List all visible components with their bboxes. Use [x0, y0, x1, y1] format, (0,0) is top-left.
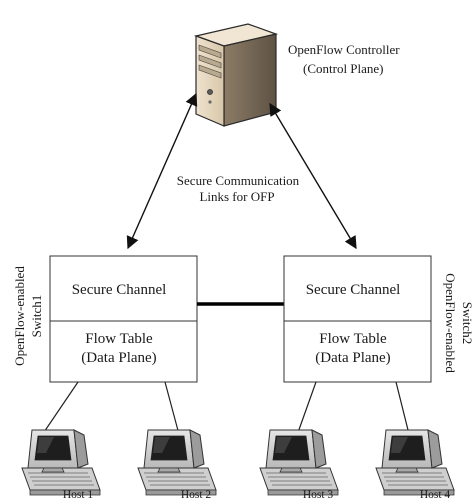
switch1-label-line2: Switch1 — [29, 295, 44, 338]
switch2-label-line2: Switch2 — [460, 302, 474, 345]
link-host4 — [395, 381, 411, 439]
host-label: Host 2 — [181, 489, 212, 501]
link-host1 — [39, 381, 79, 439]
controller-name: OpenFlow Controller — [288, 42, 400, 57]
computer-icon — [375, 429, 455, 496]
computer-icon — [21, 429, 101, 496]
switch1-secure-channel: Secure Channel — [72, 282, 167, 298]
switch2-flow-table: Flow Table — [319, 331, 387, 347]
switch1-label-line1: OpenFlow-enabled — [12, 266, 27, 366]
switch2: Secure Channel Flow Table (Data Plane) — [283, 255, 432, 383]
secure-link-switch2 — [269, 102, 357, 250]
links-label-line2: Links for OFP — [199, 189, 274, 204]
switch1-flow-table: Flow Table — [85, 331, 153, 347]
switch2-data-plane: (Data Plane) — [315, 350, 390, 366]
secure-link-switch1 — [126, 92, 198, 250]
switch2-secure-channel: Secure Channel — [306, 282, 401, 298]
switch2-label-line1: OpenFlow-enabled — [443, 273, 458, 373]
computer-icon — [259, 429, 339, 496]
host-label: Host 3 — [303, 489, 334, 501]
controller-plane: (Control Plane) — [303, 61, 384, 76]
link-host2 — [164, 381, 181, 439]
links-label-line1: Secure Communication — [177, 173, 300, 188]
host-label: Host 1 — [63, 489, 94, 501]
host-label: Host 4 — [420, 489, 451, 501]
server-icon — [193, 23, 279, 127]
switch1-data-plane: (Data Plane) — [81, 350, 156, 366]
computer-icon — [137, 429, 217, 496]
link-host3 — [295, 381, 317, 439]
switch1: Secure Channel Flow Table (Data Plane) — [49, 255, 198, 383]
